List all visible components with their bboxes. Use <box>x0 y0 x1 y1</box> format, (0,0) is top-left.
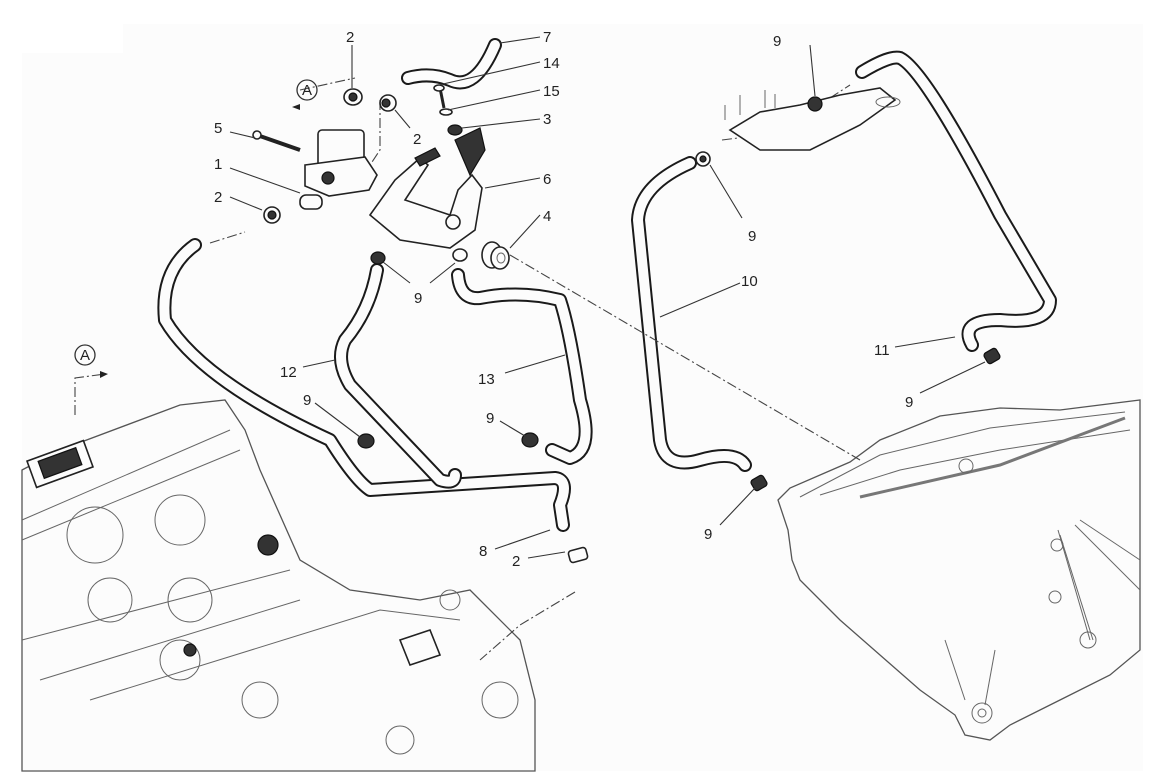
reference-marker-label: A <box>302 82 312 99</box>
engine-illustration <box>21 399 536 772</box>
callout-13: 13 <box>478 371 495 388</box>
callout-9: 9 <box>486 410 494 427</box>
clamp-2d <box>567 546 589 564</box>
callout-2: 2 <box>512 553 520 570</box>
reference-marker-top: A <box>292 79 318 110</box>
bracket-part-6 <box>368 127 486 249</box>
clamp-2c <box>263 206 281 224</box>
clamp-9b <box>452 248 468 262</box>
leader-lines <box>229 36 986 559</box>
callout-2: 2 <box>214 189 222 206</box>
callout-6: 6 <box>543 171 551 188</box>
air-valve-part-1 <box>299 129 378 210</box>
hose-12 <box>334 263 462 489</box>
clamp-2b <box>379 94 397 112</box>
alignment-lines <box>74 77 861 661</box>
clamp-9e <box>695 151 711 167</box>
callout-4: 4 <box>543 208 551 225</box>
grommet-4 <box>481 241 510 270</box>
callout-9: 9 <box>303 392 311 409</box>
callout-9: 9 <box>905 394 913 411</box>
reference-marker-bottom: A <box>74 344 108 378</box>
clamp-9a <box>370 251 386 265</box>
hose-13 <box>451 268 593 465</box>
callout-2: 2 <box>346 29 354 46</box>
callout-15: 15 <box>543 83 560 100</box>
callout-labels: 2 7 14 15 3 2 5 1 6 2 4 9 12 13 9 9 8 2 … <box>214 29 913 570</box>
callout-7: 7 <box>543 29 551 46</box>
callout-11: 11 <box>874 342 890 359</box>
callout-8: 8 <box>479 543 487 560</box>
callout-9: 9 <box>704 526 712 543</box>
callout-2: 2 <box>413 131 421 148</box>
clamp-2a <box>343 88 363 106</box>
hose-8 <box>157 238 571 532</box>
callout-10: 10 <box>741 273 758 290</box>
callout-5: 5 <box>214 120 222 137</box>
grommet-3 <box>447 124 463 136</box>
callout-12: 12 <box>280 364 297 381</box>
screw-14 <box>433 84 446 109</box>
reference-marker-label: A <box>80 347 90 364</box>
clamp-9c <box>357 433 375 449</box>
throttle-body-part <box>724 87 901 151</box>
callout-1: 1 <box>214 156 222 173</box>
callout-3: 3 <box>543 111 551 128</box>
hose-7 <box>401 38 502 90</box>
screw-5 <box>252 130 301 152</box>
hose-10 <box>631 156 752 472</box>
washer-15 <box>439 108 453 116</box>
callout-9: 9 <box>748 228 756 245</box>
clamp-9f <box>807 96 823 112</box>
clamp-9d <box>521 432 539 448</box>
hose-11 <box>855 50 1057 352</box>
callout-14: 14 <box>543 55 560 72</box>
clamp-9g <box>983 347 1001 365</box>
callout-9: 9 <box>414 290 422 307</box>
frame-illustration <box>777 399 1141 741</box>
callout-9: 9 <box>773 33 781 50</box>
clamp-9h <box>750 474 768 492</box>
